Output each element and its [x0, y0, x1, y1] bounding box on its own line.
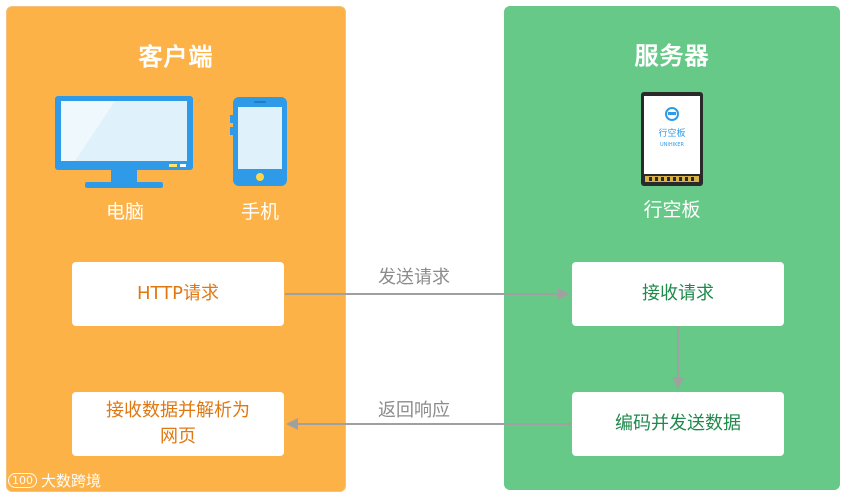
- monitor-icon: [55, 96, 193, 188]
- process-down-arrow: [672, 326, 684, 389]
- send-request-arrow: [285, 288, 570, 300]
- computer-label: 电脑: [105, 201, 144, 223]
- send-request-label: 发送请求: [378, 267, 450, 288]
- encode-send-box: 编码并发送数据: [572, 392, 784, 456]
- unihiker-label: 行空板: [643, 199, 701, 221]
- board-screen-cn: 行空板: [658, 127, 685, 139]
- client-title: 客户端: [138, 43, 214, 71]
- http-request-box: HTTP请求: [72, 262, 284, 326]
- watermark-text: 大数跨境: [41, 472, 102, 490]
- receive-request-box: 接收请求: [572, 262, 784, 326]
- server-title: 服务器: [634, 42, 710, 70]
- parse-data-box: 接收数据并解析为网页: [72, 392, 284, 456]
- unihiker-board-icon: 行空板 UNIHIKER: [641, 92, 703, 186]
- return-response-label: 返回响应: [378, 400, 450, 421]
- board-screen-en: UNIHIKER: [660, 142, 685, 148]
- phone-icon: [230, 97, 287, 186]
- watermark: 100 大数跨境: [8, 470, 101, 491]
- phone-label: 手机: [240, 201, 279, 223]
- return-response-arrow: [286, 418, 572, 430]
- watermark-logo: 100: [8, 473, 37, 488]
